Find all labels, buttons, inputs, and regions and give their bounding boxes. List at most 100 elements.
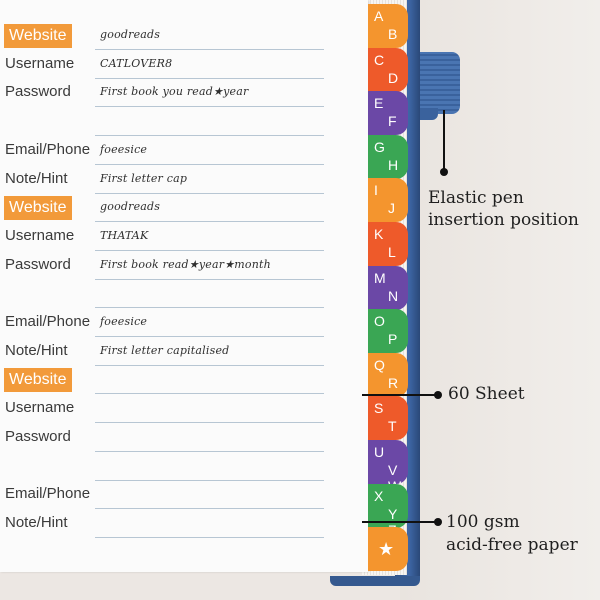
elastic-pen-loop bbox=[420, 52, 460, 114]
field-label: Password bbox=[5, 255, 71, 273]
website-badge: Website bbox=[4, 196, 72, 221]
field-label: Username bbox=[5, 54, 75, 72]
writing-line bbox=[95, 77, 324, 79]
logbook-row: Website goodreads bbox=[0, 196, 368, 224]
logbook-row: Note/Hint bbox=[0, 512, 368, 540]
writing-line bbox=[95, 221, 324, 223]
handwritten-value: THATAK bbox=[100, 228, 149, 242]
logbook-row: Email/Phone foeesice bbox=[0, 311, 368, 339]
website-badge: Website bbox=[4, 24, 72, 48]
handwritten-value: First letter capitalised bbox=[100, 343, 230, 357]
tab-letter: G bbox=[374, 138, 385, 155]
tab-letter: M bbox=[374, 269, 386, 286]
tab-letter: T bbox=[388, 418, 397, 435]
field-label: Password bbox=[5, 83, 71, 101]
tab-letter: Q bbox=[374, 356, 385, 373]
logbook-row: Username THATAK bbox=[0, 225, 368, 253]
tab-letter: L bbox=[388, 244, 396, 260]
field-label: Note/Hint bbox=[5, 169, 68, 187]
writing-line bbox=[95, 536, 324, 538]
field-label: Email/Phone bbox=[5, 313, 91, 330]
paper-leader-line bbox=[362, 521, 436, 523]
tab-letter: O bbox=[374, 313, 385, 330]
pen-annotation-line2: insertion position bbox=[428, 210, 579, 230]
handwritten-value: goodreads bbox=[100, 200, 161, 214]
star-icon: ★ bbox=[378, 539, 395, 560]
tab-letter: P bbox=[388, 331, 398, 348]
writing-line bbox=[95, 192, 324, 194]
tab-letter: H bbox=[388, 156, 399, 173]
logbook-row: Username bbox=[0, 397, 368, 425]
tab-letter: B bbox=[388, 26, 398, 42]
tab-letter: D bbox=[388, 69, 399, 86]
writing-line bbox=[95, 336, 324, 337]
writing-line bbox=[95, 422, 324, 424]
pen-annotation-line1: Elastic pen bbox=[428, 188, 524, 208]
website-badge: Website bbox=[4, 368, 72, 393]
tab-letter: E bbox=[374, 95, 384, 112]
tab-letter: X bbox=[374, 487, 384, 504]
logbook-row bbox=[0, 455, 368, 483]
writing-line bbox=[95, 508, 324, 510]
tab-letter: F bbox=[388, 113, 397, 130]
field-label: Username bbox=[5, 226, 75, 244]
logbook-row: Note/Hint First letter capitalised bbox=[0, 340, 368, 368]
pen-leader-line bbox=[443, 110, 445, 170]
paper-annotation-line1: 100 gsm bbox=[446, 512, 520, 532]
tab-letter: N bbox=[388, 287, 399, 304]
field-label: Password bbox=[5, 427, 71, 445]
pen-leader-dot bbox=[440, 168, 448, 176]
field-label: Note/Hint bbox=[5, 513, 68, 531]
field-label: Username bbox=[5, 399, 75, 417]
writing-line bbox=[95, 135, 324, 137]
notebook-cover-bottom bbox=[330, 576, 420, 586]
logbook-row bbox=[0, 110, 368, 138]
writing-line bbox=[95, 479, 324, 481]
writing-line bbox=[95, 106, 324, 108]
tab-letter: C bbox=[374, 51, 385, 68]
writing-line bbox=[95, 307, 324, 309]
field-label: Note/Hint bbox=[5, 341, 68, 359]
writing-line bbox=[95, 364, 324, 366]
handwritten-value: foeesice bbox=[100, 315, 148, 328]
sheets-leader-dot bbox=[434, 391, 442, 399]
logbook-row: Website goodreads bbox=[0, 24, 368, 52]
tab-letter: U bbox=[374, 444, 385, 460]
field-label: Email/Phone bbox=[5, 140, 91, 158]
handwritten-value: First book you read★year bbox=[100, 85, 249, 99]
tab-letter: S bbox=[374, 400, 384, 417]
alphabet-tab: XY Z bbox=[368, 483, 408, 538]
tab-letter: I bbox=[374, 182, 378, 199]
logbook-row: Website bbox=[0, 368, 368, 396]
writing-line bbox=[95, 49, 324, 50]
sheets-leader-line bbox=[362, 394, 436, 396]
writing-line bbox=[95, 163, 324, 165]
writing-line bbox=[95, 249, 324, 251]
alphabet-tab: UV W bbox=[368, 440, 408, 494]
handwritten-value: goodreads bbox=[100, 28, 161, 41]
paper-annotation-line2: acid-free paper bbox=[446, 535, 578, 555]
elastic-pen-loop-base bbox=[420, 108, 438, 120]
logbook-row: Password First book you read★year bbox=[0, 81, 368, 109]
writing-line bbox=[95, 278, 324, 280]
field-label: Email/Phone bbox=[5, 485, 91, 503]
paper-leader-dot bbox=[434, 518, 442, 526]
tab-letter: A bbox=[374, 8, 384, 24]
alphabet-tab: ★ bbox=[368, 527, 408, 572]
handwritten-value: First book read★year★month bbox=[100, 257, 271, 271]
logbook-row: Password bbox=[0, 426, 368, 454]
